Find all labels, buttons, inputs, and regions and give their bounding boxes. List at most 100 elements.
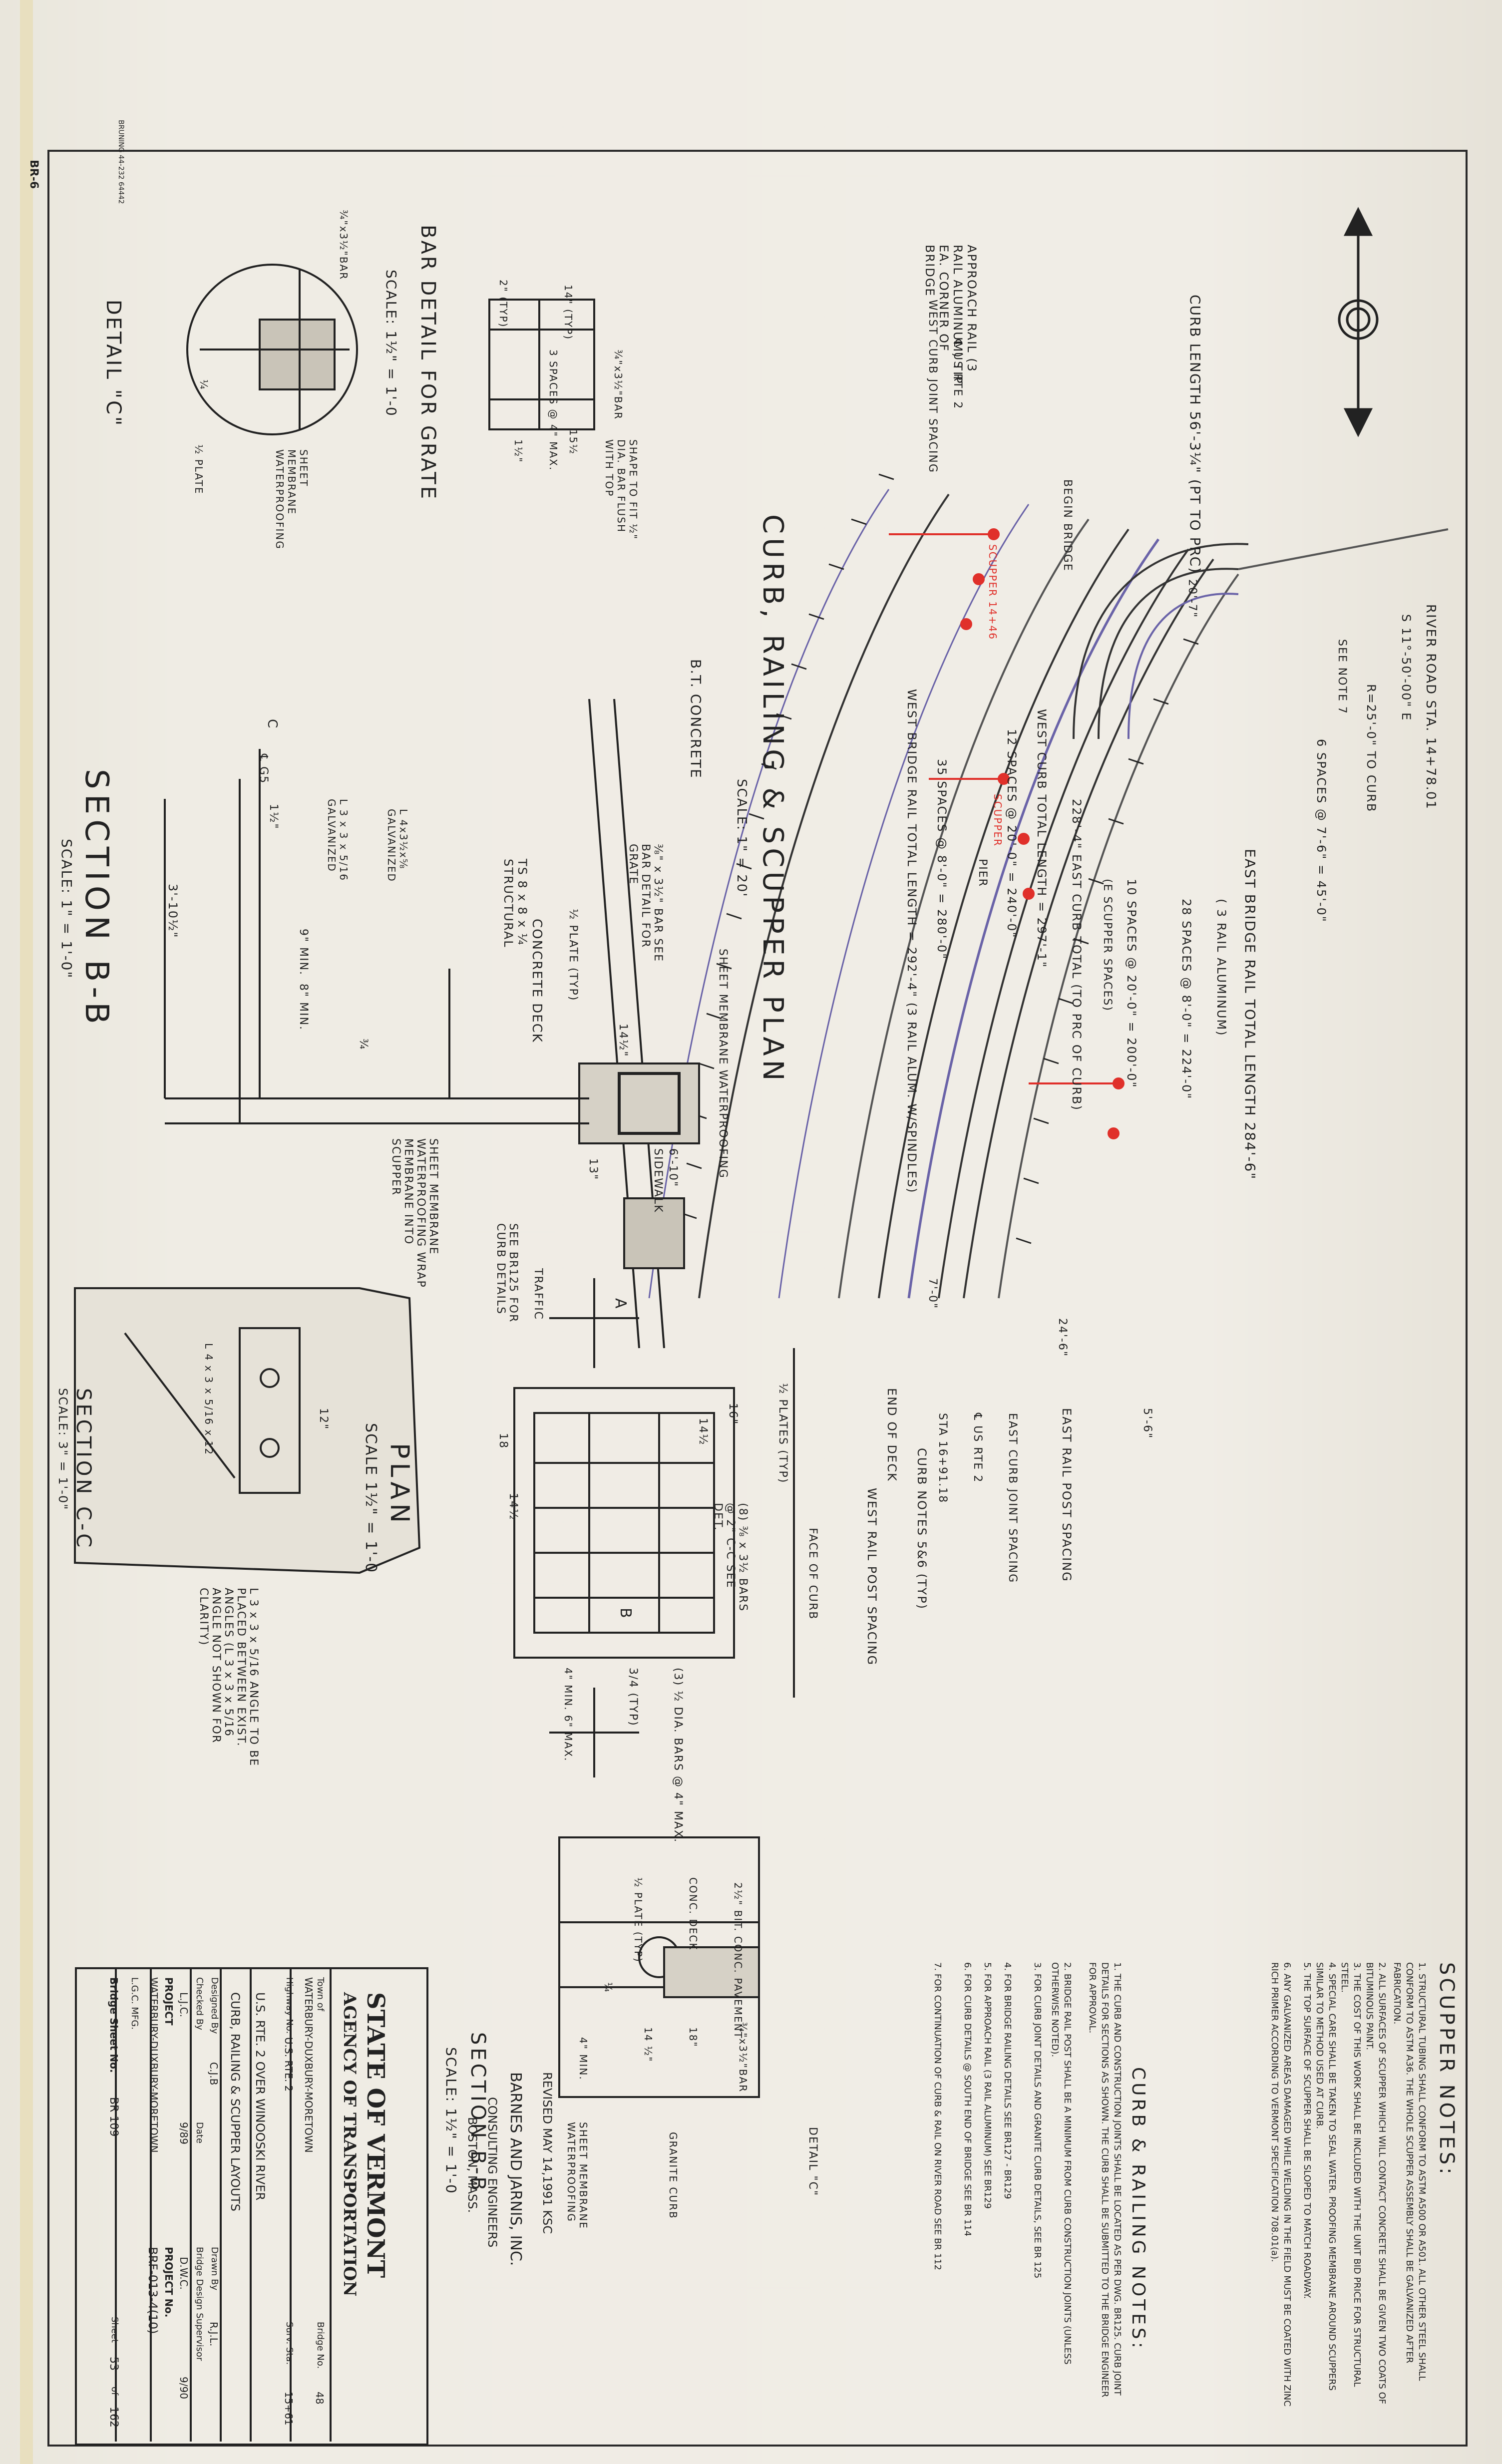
sbbr-label-2: ½ PLATE (TYP) <box>632 1877 644 1963</box>
label-curb-notes: CURB NOTES 5&6 (TYP) <box>915 1448 929 1610</box>
detail-c-label-3: ¼ <box>198 379 210 390</box>
curb-note-6: 7. FOR CONTINUATION OF CURB & RAIL ON RI… <box>932 1962 943 2271</box>
pg-label-12: 4" MIN. 6" MAX. <box>562 1668 574 1762</box>
sbb-label-14: 9" MIN. <box>297 929 310 976</box>
plan-grate-title: PLAN <box>384 1443 414 1527</box>
label-spaces-10: 10 SPACES @ 20'-0" = 200'-0" <box>1125 879 1138 1088</box>
pg-label-2: B <box>617 1608 634 1619</box>
sbb-label-13: 3'-10½" <box>166 884 180 939</box>
curb-note-5: 6. FOR CURB DETAILS @ SOUTH END OF BRIDG… <box>962 1962 973 2236</box>
pg-label-8: 18 <box>497 1433 509 1449</box>
pg-label-11: 3/4 (TYP) <box>627 1668 639 1727</box>
scupper-note-4: 5. THE TOP SURFACE OF SCUPPER SHALL BE S… <box>1302 1962 1312 2299</box>
label-spaces-6: 6 SPACES @ 7'-6" = 45'-0" <box>1314 739 1328 923</box>
sbbr-label-8: DETAIL "C" <box>806 2127 819 2196</box>
tb-project-label: PROJECT <box>163 1977 175 2026</box>
title-block <box>30 1967 534 2447</box>
label-east-curb-joint: EAST CURB JOINT SPACING <box>1006 1413 1019 1584</box>
sbb-label-17: C <box>265 719 280 729</box>
sbb-label-8: TS 8 x 8 x ¼ STRUCTURAL <box>501 859 529 948</box>
tb-bridge: 48 <box>314 2392 326 2405</box>
tb-agency: AGENCY OF TRANSPORTATION <box>340 1992 360 2297</box>
tb-sheet-count: 53 <box>107 2357 120 2371</box>
label-spaces-35: 35 SPACES @ 8'-0" = 280'-0" <box>935 759 949 960</box>
section-bb-left-graphic <box>164 699 700 1349</box>
grate-bar-detail <box>488 299 595 430</box>
plan-title: CURB, RAILING & SCUPPER PLAN <box>756 514 789 1085</box>
curb-note-0: 1. THE CURB AND CONSTRUCTION JOINTS SHAL… <box>1087 1962 1123 2398</box>
section-cc-scale: SCALE: 3" = 1'-0" <box>56 1388 70 1511</box>
tb-designed-label: Designed By <box>209 1977 220 2034</box>
label-west-curb-total: WEST CURB TOTAL LENGTH = 297'-1" <box>1035 709 1049 968</box>
scupper-note-1: 2. ALL SURFACES OF SCUPPER WHICH WILL CO… <box>1364 1962 1387 2405</box>
revision-note: REVISED MAY 14,1991 KSC <box>540 2072 554 2234</box>
river-road-radius <box>1073 528 1449 739</box>
sbb-label-12: SHEET MEMBRANE WATERPROOFING WRAP MEMBRA… <box>389 1138 439 1288</box>
tb-project-no-label: PROJECT No. <box>163 2247 175 2318</box>
sbb-label-19: 1½" <box>267 804 280 830</box>
label-spaces-12: 12 SPACES @ 20'-0" = 240'-0" <box>1005 729 1019 939</box>
label-west-curb-joint: WEST CURB JOINT SPACING <box>926 300 939 473</box>
pg-label-0: TRAFFIC <box>532 1268 544 1321</box>
grate-label-5: 2" (TYP) <box>497 280 509 328</box>
label-east-rail-alum: ( 3 RAIL ALUMINUM) <box>1214 899 1228 1037</box>
label-west-rail-post: WEST RAIL POST SPACING <box>865 1488 879 1666</box>
sbb-label-1: ⅜" x 3½" BAR SEE BAR DETAIL FOR GRATE <box>627 844 664 963</box>
tb-of-label: of <box>109 2387 120 2396</box>
label-scupper-red: SCUPPER <box>992 794 1004 847</box>
sbb-label-20: ¾ <box>357 1039 370 1051</box>
detail-c-label-0: ¾"x3½"BAR <box>338 210 350 281</box>
label-dim-24-6: 24'-6" <box>1056 1318 1069 1358</box>
tb-supervisor: D.W.C. <box>178 2257 190 2290</box>
scupper-note-0: 1. STRUCTURAL TUBING SHALL CONFORM TO AS… <box>1391 1962 1427 2381</box>
tb-date-label: Date <box>194 2122 205 2144</box>
border-right <box>1466 150 1468 2447</box>
tb-state: STATE OF VERMONT <box>362 1992 389 2278</box>
sbb-label-9: L 4x3½x⅝ GALVANIZED <box>385 809 409 882</box>
tb-line2: CURB, RAILING & SCUPPER LAYOUTS <box>228 1992 242 2212</box>
curb-note-2: 3. FOR CURB JOINT DETAILS AND GRANITE CU… <box>1032 1962 1043 2279</box>
grate-label-6: 1½" <box>512 439 524 463</box>
tb-designed: C.J.B <box>208 2062 220 2086</box>
grate-label-2: 15½ <box>567 429 579 455</box>
label-pier: PIER <box>976 859 989 887</box>
grate-label-0: ¾"x3½"BAR <box>612 350 624 420</box>
sbb-label-11: SEE BR125 FOR CURB DETAILS <box>494 1223 519 1323</box>
tb-checked: L.J.C. <box>178 1992 190 2018</box>
tb-project-name: WATERBURY-DUXBURY-MORETOWN <box>148 1977 160 2153</box>
title-block-frame <box>75 1967 428 2446</box>
tb-survey: 15+61 <box>283 2392 295 2426</box>
section-cc-graphic <box>74 1287 421 1574</box>
tb-drawn-label: Drawn By <box>209 2247 220 2291</box>
section-bb-left-title: SECTION B-B <box>78 769 115 1029</box>
sbbr-label-0: 2½" BIT. CONC. PAVEMENT <box>732 1882 744 2039</box>
sbb-label-3: SHEET MEMBRANE WATERPROOFING <box>717 949 729 1179</box>
border-bottom <box>47 2445 1468 2447</box>
sbb-label-6: 14½" <box>617 1024 629 1057</box>
sbbr-label-1: CONC. DECK <box>687 1877 699 1951</box>
tb-highway-label: Highway No. <box>284 1977 295 2034</box>
pg-label-4: ½ PLATES (TYP) <box>776 1383 789 1484</box>
label-sta: STA 16+91.18 <box>936 1413 949 1504</box>
tb-town-label: Town of <box>315 1977 326 2012</box>
curb-note-4: 5. FOR APPROACH RAIL (3 RAIL ALUMINUM) S… <box>982 1962 993 2209</box>
pg-label-7: 14½ <box>697 1418 709 1446</box>
label-river-road: RIVER ROAD STA. 14+78.01 <box>1423 604 1438 810</box>
plan-grate-graphic <box>513 1278 795 1777</box>
sbbr-label-9: SHEET MEMBRANE WATERPROOFING <box>565 2122 589 2229</box>
tb-survey-label: Surv. Sta. <box>284 2322 295 2365</box>
sbb-label-10: L 3 x 3 x 5/16 GALVANIZED <box>326 799 350 881</box>
label-begin-bridge: BEGIN BRIDGE <box>1061 479 1074 572</box>
label-spaces-28: 28 SPACES @ 8'-0" = 224'-0" <box>1179 899 1193 1100</box>
sbbr-label-10: ¼ <box>602 1982 614 1993</box>
pg-label-5: (8) ⅜ x 3½ BARS @ 2" C-C SEE DET. <box>712 1503 749 1612</box>
tb-checked-label: Checked By <box>194 1977 205 2030</box>
label-us-rte2-right: ℄ US RTE 2 <box>971 1413 984 1483</box>
pg-label-10: (3) ½ DIA. BARS @ 4" MAX. <box>672 1668 684 1843</box>
label-west-rail-total: WEST BRIDGE RAIL TOTAL LENGTH = 292'-4" … <box>905 689 919 1194</box>
curb-note-3: 4. FOR BRIDGE RAILING DETAILS SEE BR127 … <box>1002 1962 1013 2199</box>
section-bb-right-graphic <box>558 1836 760 2098</box>
sbb-label-0: B.T. CONCRETE <box>688 659 704 779</box>
